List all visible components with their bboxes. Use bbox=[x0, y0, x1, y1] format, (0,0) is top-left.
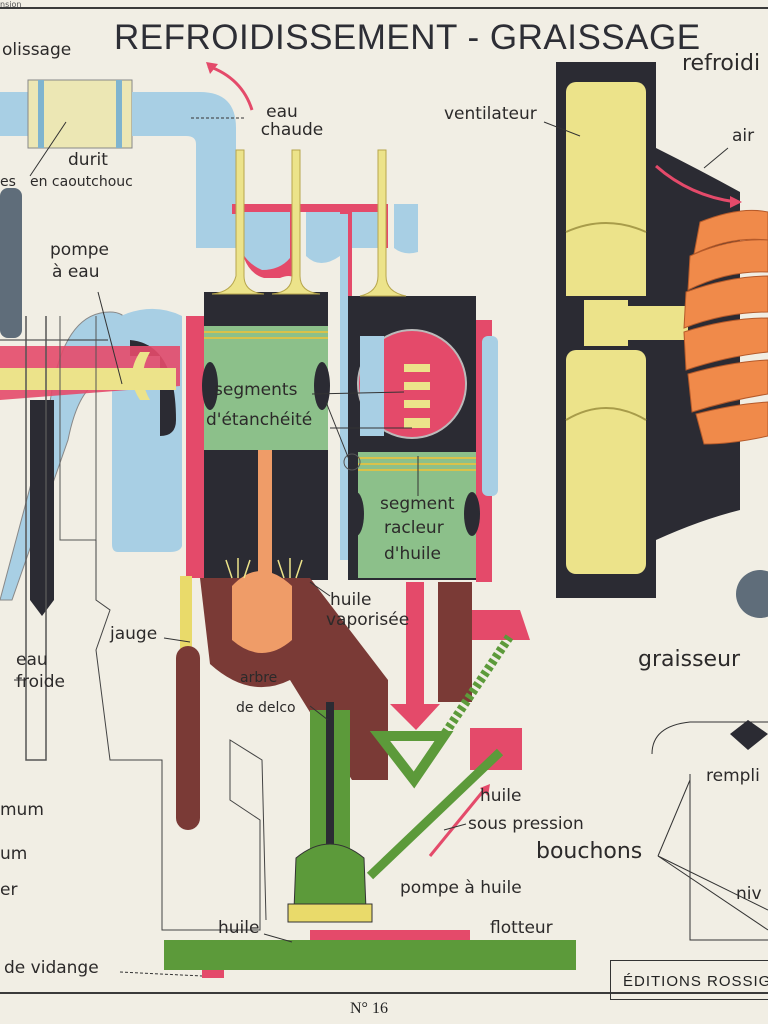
label-er-partial: er bbox=[0, 880, 18, 900]
label-durit: durit bbox=[68, 150, 108, 170]
crank-throw bbox=[232, 571, 292, 653]
head-water-jacket-2 bbox=[306, 212, 340, 263]
fan-blade-bottom bbox=[566, 350, 646, 574]
label-segment: segment bbox=[380, 494, 455, 514]
label-niv-partial: niv bbox=[736, 884, 762, 904]
arrow-huile-pression bbox=[428, 789, 486, 857]
reservoir-outline bbox=[651, 721, 768, 755]
label-segments: segments bbox=[214, 380, 298, 400]
radiator-edge bbox=[0, 188, 22, 338]
oil-pump bbox=[293, 843, 367, 911]
label-air: air bbox=[732, 126, 755, 146]
fan-assembly bbox=[556, 62, 768, 618]
block-outline bbox=[95, 540, 267, 931]
plate-number: N° 16 bbox=[350, 1000, 388, 1017]
label-eau-froide-2: froide bbox=[16, 672, 65, 692]
label-flotteur: flotteur bbox=[490, 918, 553, 938]
label-de-vidange: de vidange bbox=[4, 958, 99, 978]
head-water-jacket-1 bbox=[240, 212, 290, 270]
label-racleur: racleur bbox=[384, 518, 444, 538]
label-huile-sous-pression-1: huile bbox=[480, 786, 522, 806]
label-huile-vaporisee-1: huile bbox=[330, 590, 372, 610]
dipstick bbox=[176, 646, 200, 830]
label-huile: huile bbox=[218, 918, 260, 938]
label-rempli-partial: rempli bbox=[706, 766, 760, 786]
label-huile-vaporisee-2: vaporisée bbox=[326, 610, 410, 630]
oil-circuit bbox=[164, 558, 576, 978]
label-pompe-eau-1: pompe bbox=[50, 240, 110, 260]
label-eau-chaude-1: eau bbox=[266, 102, 298, 122]
label-pompe-a-huile: pompe à huile bbox=[400, 878, 522, 898]
piston-right bbox=[358, 452, 476, 578]
label-ventilateur: ventilateur bbox=[444, 104, 537, 124]
label-eau-chaude-2: chaude bbox=[260, 120, 324, 140]
valves bbox=[211, 149, 407, 297]
label-dhuile: d'huile bbox=[384, 544, 441, 564]
label-refroidissement-partial: refroidi bbox=[682, 51, 761, 76]
publisher-name: ÉDITIONS ROSSIGNO bbox=[623, 973, 768, 990]
greaser-cap bbox=[736, 570, 768, 618]
label-de-delco: de delco bbox=[236, 700, 296, 716]
piston-left bbox=[204, 326, 328, 450]
label-graisseur: graisseur bbox=[638, 647, 741, 672]
label-eau-froide-1: eau bbox=[16, 650, 48, 670]
label-graissage-partial: olissage bbox=[2, 40, 72, 60]
label-etancheite: d'étanchéité bbox=[206, 410, 313, 430]
upper-water-pipe bbox=[132, 92, 236, 248]
arrow-air bbox=[655, 164, 737, 204]
label-arbre: arbre bbox=[240, 670, 278, 686]
publisher-box: ÉDITIONS ROSSIGNO bbox=[610, 960, 768, 1000]
leader-lines bbox=[14, 117, 768, 977]
cooling-fins bbox=[683, 209, 768, 445]
label-mum-partial: mum bbox=[0, 800, 44, 820]
water-circuit bbox=[0, 79, 236, 761]
label-huile-sous-pression-2: sous pression bbox=[468, 814, 584, 834]
poster-title: REFROIDISSEMENT - GRAISSAGE bbox=[114, 18, 701, 57]
label-durit-caoutchouc: en caoutchouc bbox=[30, 174, 133, 190]
connecting-rod bbox=[258, 450, 272, 580]
durit-hose bbox=[27, 79, 133, 149]
pressure-oil-line bbox=[366, 748, 504, 880]
engine-block bbox=[186, 204, 498, 648]
label-um-partial: um bbox=[0, 844, 28, 864]
corner-fragment: nsion bbox=[0, 0, 22, 9]
block-rib bbox=[30, 400, 54, 616]
fan-shaft bbox=[628, 306, 688, 340]
label-bouchons: bouchons bbox=[536, 839, 643, 864]
filler-cap bbox=[730, 720, 768, 750]
pump-shaft bbox=[0, 368, 176, 390]
label-pompe-eau-2: à eau bbox=[52, 262, 100, 282]
drain-plug bbox=[202, 970, 224, 978]
label-es-partial: es bbox=[0, 174, 16, 190]
oil-sump bbox=[164, 940, 576, 970]
label-jauge: jauge bbox=[110, 624, 158, 644]
